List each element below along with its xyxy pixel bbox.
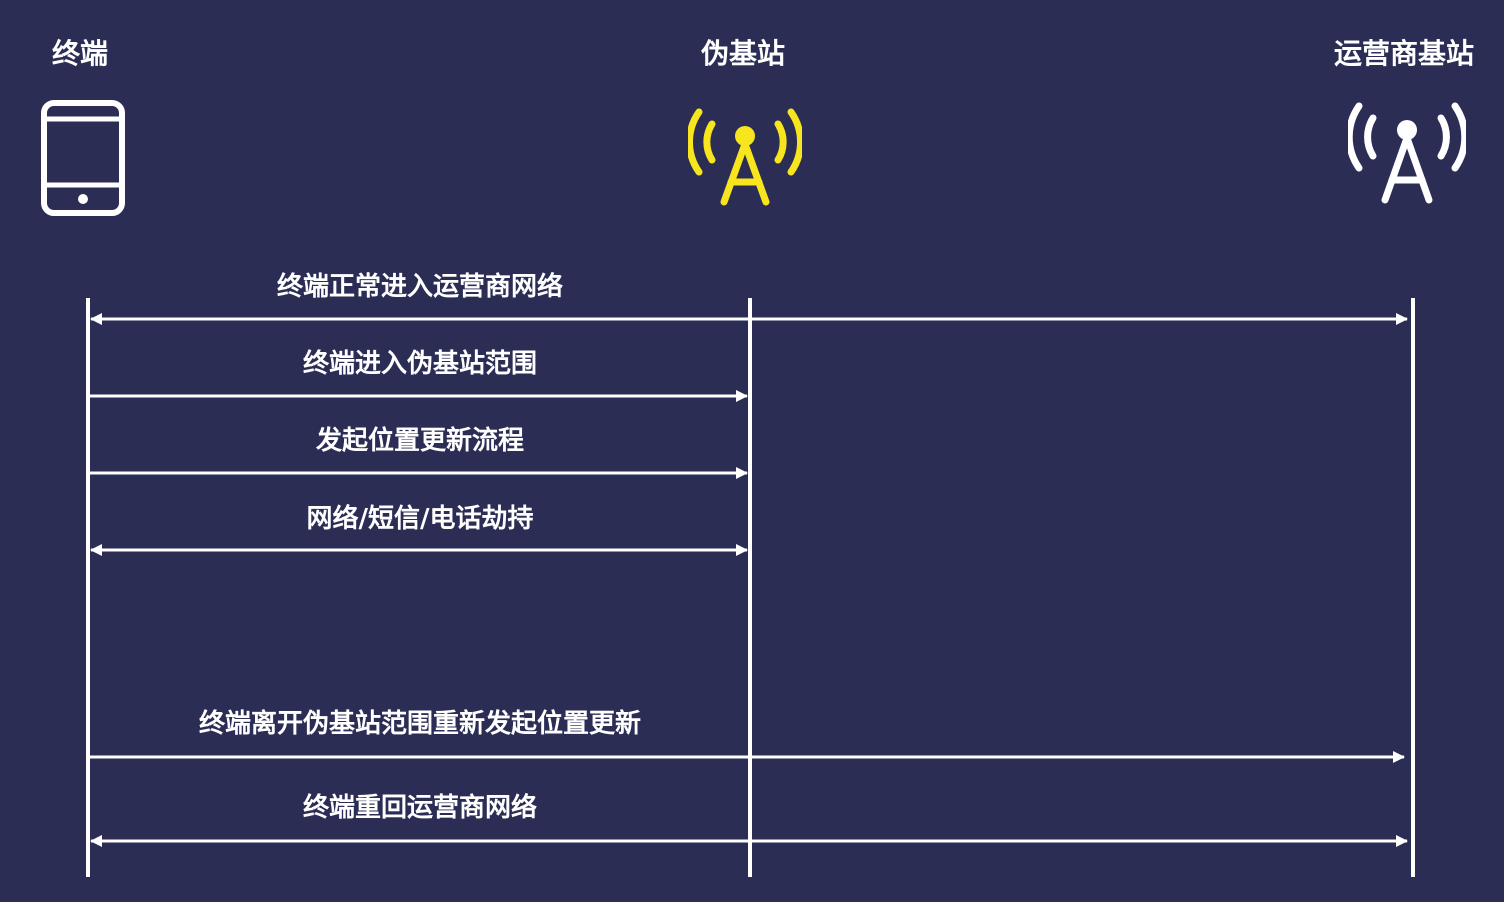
actor-title-operator-station: 运营商基站 <box>1334 37 1475 70</box>
message-label-1: 终端正常进入运营商网络 <box>276 272 564 302</box>
message-label-6: 终端重回运营商网络 <box>302 793 538 823</box>
actor-title-fake-station: 伪基站 <box>701 37 786 70</box>
message-label-5: 终端离开伪基站范围重新发起位置更新 <box>198 709 642 739</box>
operator-cell-tower-icon <box>1348 102 1466 204</box>
message-label-3: 发起位置更新流程 <box>315 426 525 456</box>
message-label-4: 网络/短信/电话劫持 <box>306 504 534 534</box>
phone-icon <box>41 100 125 216</box>
actor-title-terminal: 终端 <box>52 37 109 70</box>
message-label-2: 终端进入伪基站范围 <box>302 349 538 379</box>
fake-cell-tower-icon <box>688 108 802 206</box>
